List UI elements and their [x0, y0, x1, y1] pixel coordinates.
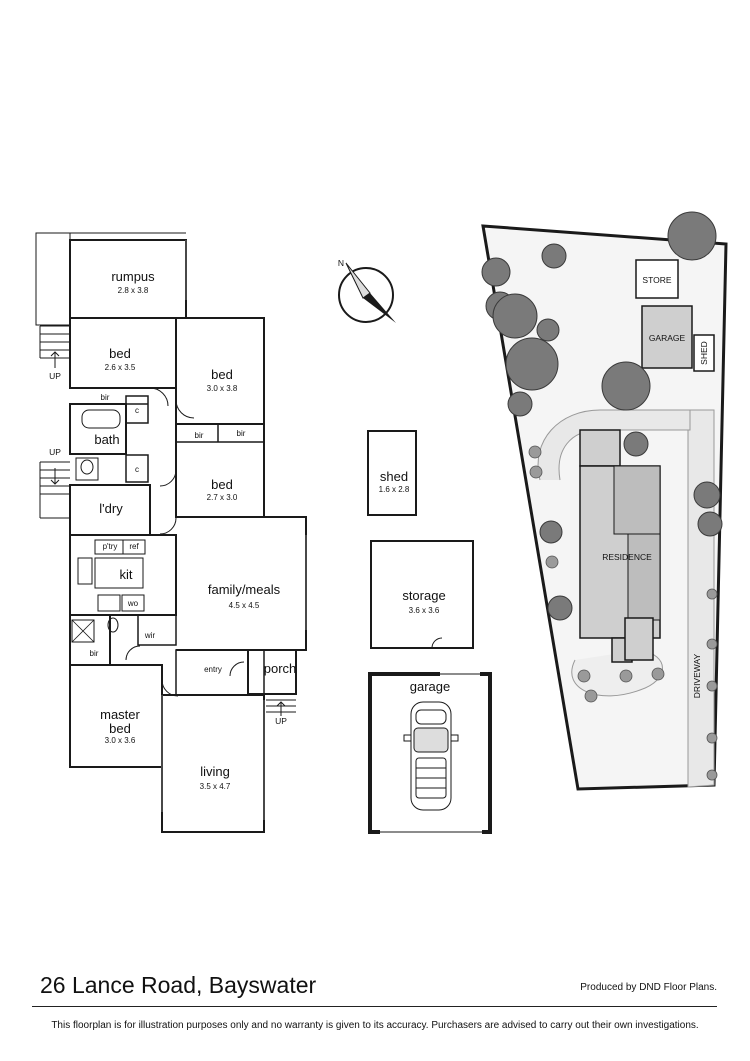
car-icon [403, 701, 459, 811]
producer-credit: Produced by DND Floor Plans. [580, 982, 717, 993]
compass [338, 262, 396, 323]
site-garage-label: GARAGE [649, 333, 686, 343]
entry [175, 649, 265, 696]
site-plan [481, 211, 728, 791]
storage-building [370, 540, 474, 649]
bir-label-3: bir [237, 429, 246, 438]
site-driveway-label: DRIVEWAY [692, 653, 702, 698]
bed1-label: bed [109, 346, 131, 361]
bath-label: bath [94, 432, 119, 447]
site-shed [693, 334, 715, 372]
master-label-2: bed [109, 721, 131, 736]
steps-upper [39, 325, 70, 359]
house-plan [35, 232, 307, 833]
wo-label: wo [127, 599, 139, 608]
c-label-2: c [135, 465, 139, 474]
up-label-1: UP [49, 371, 61, 381]
bed1-dims: 2.6 x 3.5 [105, 363, 136, 372]
garage-label: garage [410, 679, 450, 694]
shed-dims: 1.6 x 2.8 [379, 485, 410, 494]
bed3-label: bed [211, 477, 233, 492]
living-label: living [200, 764, 230, 779]
shed-building [367, 430, 417, 516]
trees [481, 211, 723, 621]
deck [35, 232, 71, 326]
ref-label: ref [129, 542, 139, 551]
shrubs [528, 445, 718, 781]
site-residence [579, 429, 661, 663]
storage-label: storage [402, 588, 445, 603]
rumpus-label: rumpus [111, 269, 155, 284]
bir-label-1: bir [101, 393, 110, 402]
master-label: master [100, 707, 140, 722]
up-label-2: UP [49, 447, 61, 457]
master-dims: 3.0 x 3.6 [105, 736, 136, 745]
kitchen-room [69, 534, 177, 616]
footer-divider [32, 1006, 717, 1007]
up-label-3: UP [275, 716, 287, 726]
up-arrows [50, 351, 286, 716]
rumpus-dims: 2.8 x 3.8 [118, 286, 149, 295]
site-residence-label: RESIDENCE [602, 552, 652, 562]
bir-label-2: bir [195, 431, 204, 440]
address: 26 Lance Road, Bayswater [40, 972, 317, 998]
c-label-1: c [135, 406, 139, 415]
bed2-dims: 3.0 x 3.8 [207, 384, 238, 393]
family-label: family/meals [208, 582, 281, 597]
ptry-label: p'try [103, 542, 118, 551]
kit-label: kit [120, 567, 133, 582]
site-store [635, 259, 679, 299]
porch-label: porch [264, 661, 297, 676]
wir-label: wir [144, 631, 156, 640]
wir [137, 614, 177, 646]
site-shed-label: SHED [699, 341, 709, 365]
bed3-room [175, 423, 265, 518]
site-garage [641, 305, 693, 369]
floor-plan: UP UP UP rumpus 2.8 x 3.8 bed 2.6 x 3.5 … [35, 211, 728, 835]
disclaimer: This floorplan is for illustration purpo… [51, 1020, 699, 1031]
entry-label: entry [204, 665, 222, 674]
storage-dims: 3.6 x 3.6 [409, 606, 440, 615]
living-dims: 3.5 x 4.7 [200, 782, 231, 791]
compass-north: N [338, 258, 344, 268]
garage-building [368, 672, 492, 835]
bed2-label: bed [211, 367, 233, 382]
ldry-label: l'dry [99, 501, 123, 516]
shed-label: shed [380, 469, 408, 484]
bed3-dims: 2.7 x 3.0 [207, 493, 238, 502]
family-dims: 4.5 x 4.5 [229, 601, 260, 610]
site-store-label: STORE [642, 275, 671, 285]
bir-label-4: bir [90, 649, 99, 658]
